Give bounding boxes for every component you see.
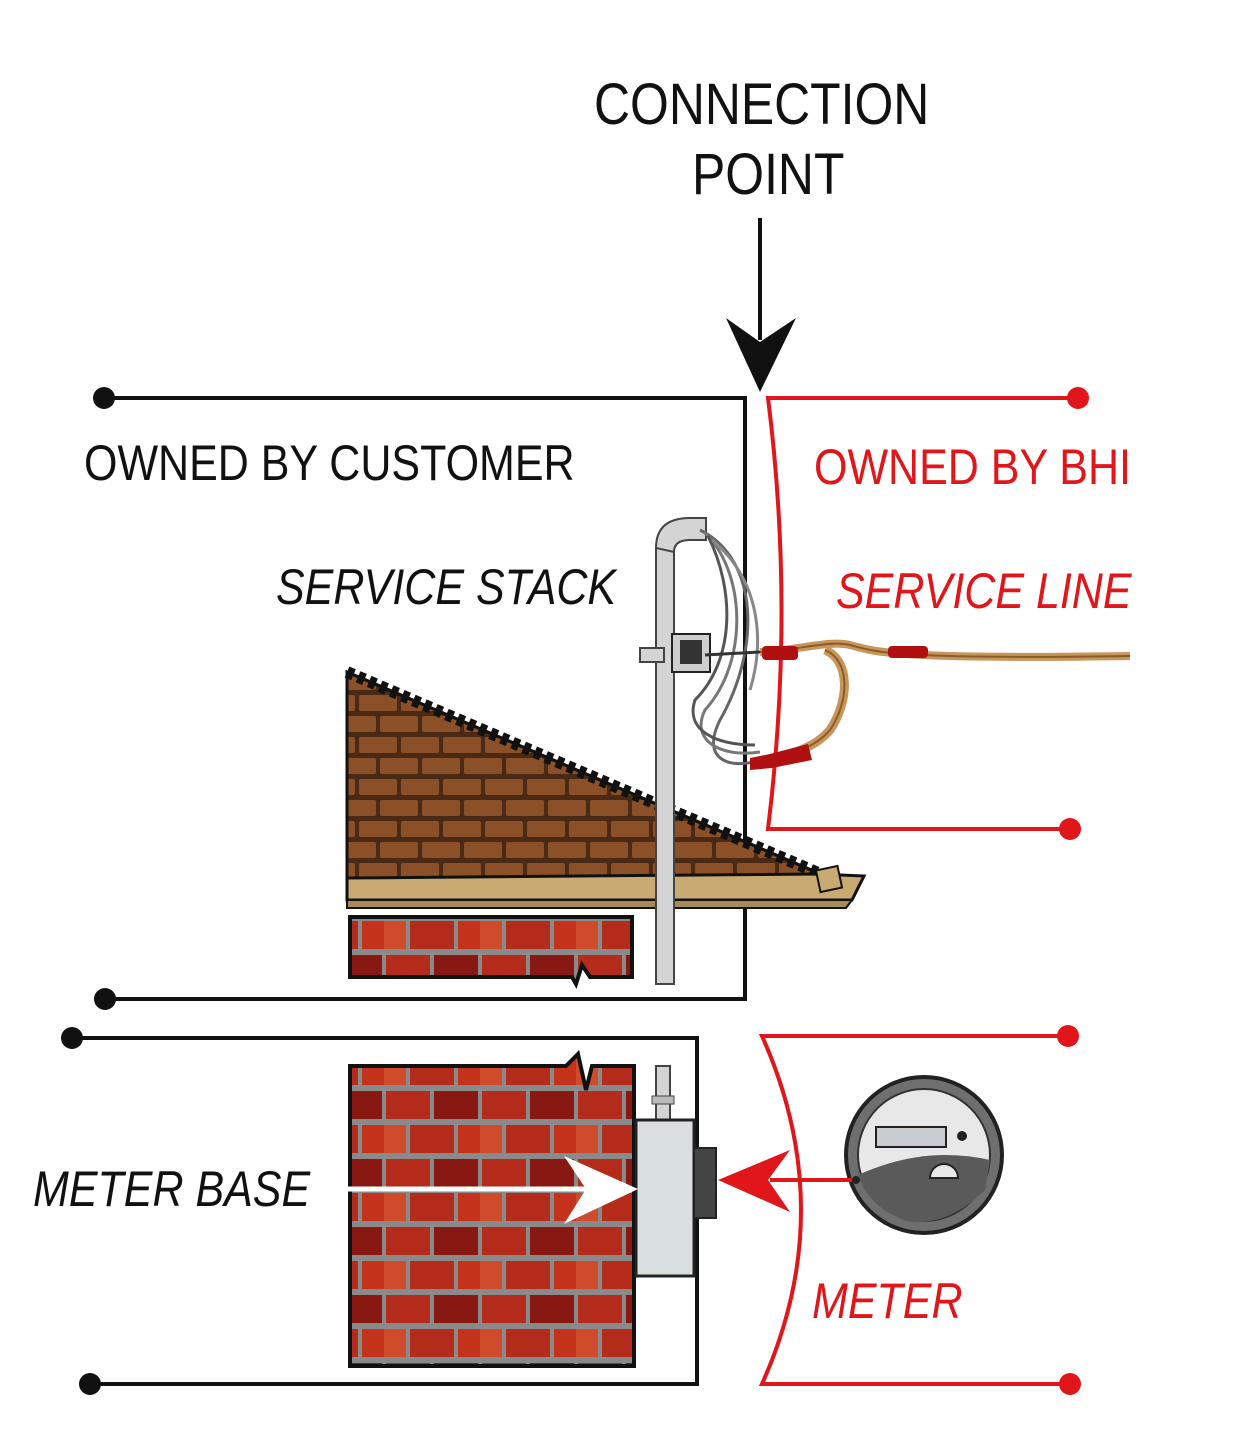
- meter-label: METER: [812, 1273, 963, 1329]
- bhi-bracket-top: [765, 387, 1089, 840]
- connection-point-label-line2: POINT: [692, 142, 845, 207]
- owned-by-customer-label: OWNED BY CUSTOMER: [84, 435, 575, 491]
- connection-point-label-line1: CONNECTION: [594, 72, 930, 137]
- service-stack-icon: [639, 517, 761, 985]
- owned-by-bhi-label: OWNED BY BHI: [814, 439, 1131, 495]
- bhi-bracket-bottom: [758, 1025, 1081, 1395]
- meter-install-arrow-icon: [718, 1150, 860, 1212]
- wall-bricks-bottom: [348, 1050, 636, 1368]
- meter-base-icon: [634, 1065, 717, 1278]
- wall-bricks-top: [348, 915, 634, 989]
- meter-base-arrow-icon: [348, 1156, 638, 1224]
- roof-icon: [344, 666, 867, 909]
- customer-bracket-top: [93, 387, 747, 1010]
- service-line-label: SERVICE LINE: [836, 563, 1132, 619]
- service-line-icon: [704, 639, 1131, 770]
- meter-base-label: METER BASE: [33, 1161, 311, 1217]
- service-stack-label: SERVICE STACK: [276, 559, 617, 615]
- connection-arrow-icon: [726, 218, 796, 392]
- electric-meter-icon: [844, 1075, 1004, 1235]
